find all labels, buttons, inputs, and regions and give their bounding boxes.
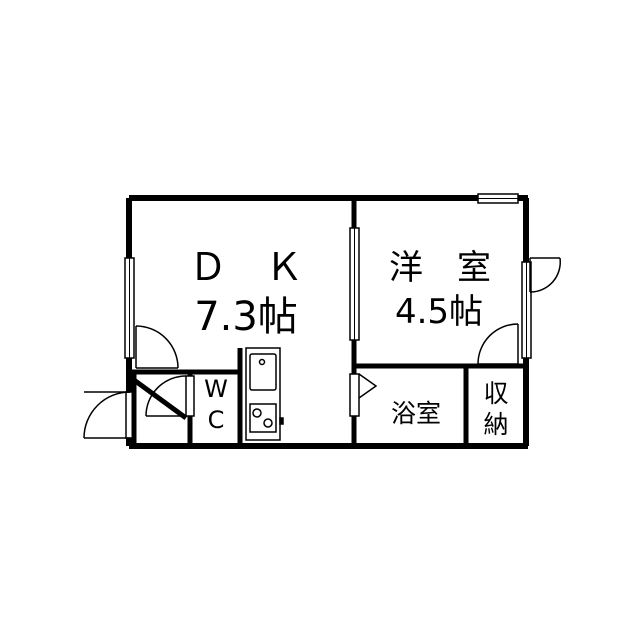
window-partition	[349, 227, 360, 341]
window-north	[477, 193, 519, 204]
door-wc	[145, 375, 195, 417]
door-balcony	[529, 257, 562, 293]
door-bath	[349, 373, 378, 417]
room-label-storage-1: 収	[483, 379, 509, 408]
room-size-western: 4.5帖	[394, 292, 484, 332]
room-size-dk: 7.3帖	[194, 294, 298, 340]
room-label-wc-1: W	[204, 375, 228, 403]
kitchen-counter	[245, 347, 284, 441]
room-label-storage-2: 納	[483, 410, 509, 439]
room-label-western: 洋 室	[389, 248, 491, 288]
room-label-bath: 浴室	[390, 399, 441, 428]
window-east	[521, 261, 532, 359]
door-western-room	[477, 323, 519, 365]
entrance-door	[83, 374, 188, 446]
room-label-wc-2: C	[207, 406, 225, 434]
room-label-dk: Ｄ Ｋ	[188, 245, 303, 289]
window-dk-west	[124, 257, 135, 359]
door-dk-interior	[135, 325, 179, 369]
